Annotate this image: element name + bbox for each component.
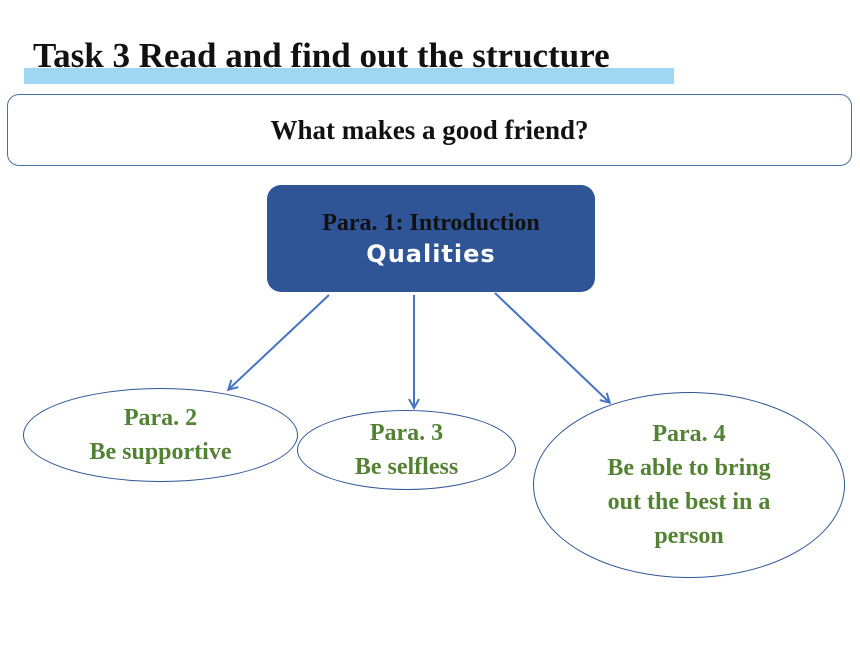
slide-title: Task 3 Read and find out the structure [33, 36, 610, 75]
intro-box: Para. 1: Introduction Qualities [267, 185, 595, 292]
intro-subtitle: Qualities [366, 239, 496, 268]
arrow-to-para-4 [494, 292, 609, 402]
para-3-label: Para. 3 [369, 420, 444, 446]
question-box: What makes a good friend? [7, 94, 852, 166]
para-4-text-line-2: out the best in a [607, 489, 771, 515]
para-4-text-line-3: person [654, 523, 724, 549]
para-2-text: Be supportive [89, 439, 232, 465]
intro-label: Para. 1: Introduction [322, 209, 540, 236]
title-underline-bar [24, 68, 674, 84]
question-text: What makes a good friend? [270, 114, 589, 145]
arrow-to-para-2 [229, 294, 330, 389]
para-3-text: Be selfless [354, 454, 459, 480]
para-4-node: Para. 4 Be able to bring out the best in… [533, 392, 845, 578]
para-2-label: Para. 2 [123, 405, 198, 431]
para-3-node: Para. 3 Be selfless [297, 410, 516, 490]
para-4-label: Para. 4 [652, 421, 726, 447]
para-4-text-line-1: Be able to bring [607, 455, 771, 481]
para-2-node: Para. 2 Be supportive [23, 388, 298, 482]
